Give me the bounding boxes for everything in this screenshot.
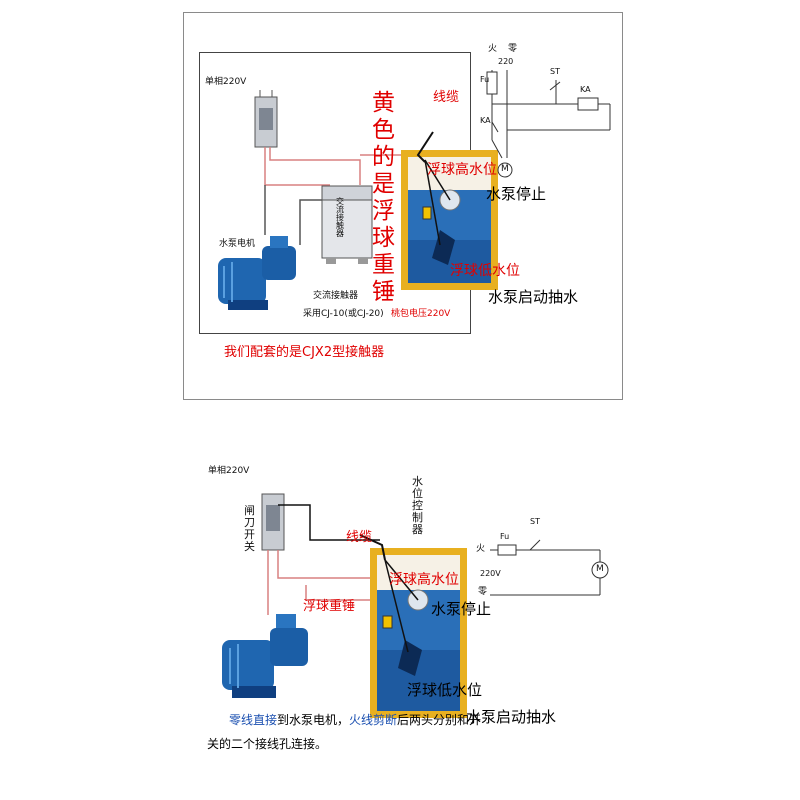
top-single-phase-label: 单相220V <box>205 77 247 87</box>
top-schematic-fuse: Fu <box>480 75 490 84</box>
top-float-high-label: 浮球高水位 <box>427 162 497 178</box>
bottom-circuit-schematic <box>490 539 609 596</box>
bottom-level-controller-label: 水位控制器 <box>412 475 423 536</box>
top-schematic-relay: KA <box>580 85 591 94</box>
top-contactor-box-text: 交流接触器 <box>336 197 344 238</box>
note-live-cut: 火线剪断 <box>349 713 398 727</box>
top-pump-stop-label: 水泵停止 <box>486 185 547 203</box>
bottom-wiring-note: 零线直接到水泵电机，火线剪断后两头分别和开 <box>229 714 481 726</box>
top-contactor-label: 交流接触器 <box>313 291 359 301</box>
bottom-float-weight-label: 浮球重锤 <box>303 599 356 614</box>
bottom-schematic-voltage: 220V <box>480 569 501 578</box>
top-cable-label: 线缆 <box>433 90 460 105</box>
top-contactor-model: 采用CJ-10(或CJ-20) <box>303 309 384 319</box>
top-breaker-icon <box>254 90 278 148</box>
bottom-switch-icon <box>261 493 285 551</box>
top-schematic-switch: ST <box>550 67 560 76</box>
bottom-schematic-live: 火 <box>476 544 486 554</box>
bottom-cable-label: 线缆 <box>346 530 373 545</box>
bottom-knife-switch-label: 闸刀开关 <box>244 504 255 553</box>
top-pump-icon <box>218 236 296 310</box>
top-pump-start-label: 水泵启动抽水 <box>488 288 579 306</box>
bottom-wiring-note-line2: 关的二个接线孔连接。 <box>207 737 328 751</box>
top-contactor-note: 我们配套的是CJX2型接触器 <box>224 345 385 360</box>
bottom-schematic-switch: ST <box>530 517 540 526</box>
note-neutral-direct: 零线直接 <box>229 713 278 727</box>
top-schematic-voltage: 220 <box>498 57 514 66</box>
top-vertical-label: 黄色的是浮球重锤 <box>372 90 395 305</box>
bottom-schematic-fuse: Fu <box>500 532 510 541</box>
bottom-pump-stop-label: 水泵停止 <box>431 600 492 618</box>
bottom-float-low-label: 浮球低水位 <box>407 681 483 699</box>
note-to-motor: 到水泵电机， <box>277 713 350 727</box>
bottom-float-high-label: 浮球高水位 <box>389 572 459 588</box>
top-water-tank <box>401 150 498 290</box>
top-schematic-relay-contact: KA <box>480 116 491 125</box>
bottom-single-phase-label: 单相220V <box>208 466 250 476</box>
bottom-water-tank <box>370 548 467 718</box>
top-float-voltage: 桃包电压220V <box>391 309 451 319</box>
top-schematic-neutral: 零 <box>508 44 518 54</box>
bottom-pump-start-label: 水泵启动抽水 <box>466 708 557 726</box>
top-float-low-label: 浮球低水位 <box>450 263 520 279</box>
top-circuit-schematic <box>486 70 611 178</box>
bottom-schematic-motor: M <box>596 564 604 574</box>
top-schematic-live: 火 <box>488 44 498 54</box>
bottom-schematic-neutral: 零 <box>478 587 488 597</box>
top-pump-motor-label: 水泵电机 <box>219 239 256 249</box>
top-schematic-motor: M <box>501 164 509 174</box>
note-ends-connect: 后两头分别和开 <box>397 713 482 727</box>
bottom-pump-icon <box>222 614 308 698</box>
top-contactor-icon <box>321 185 373 264</box>
